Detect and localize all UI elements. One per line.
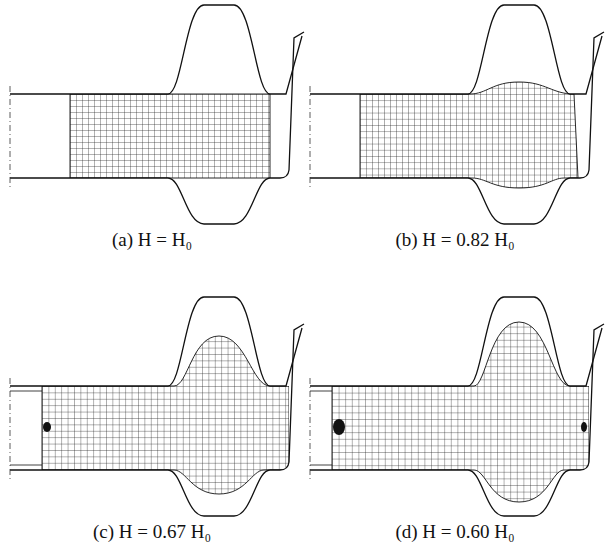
panel-a: [10, 5, 304, 224]
panel-caption: (c) H = 0.67 H₀: [93, 521, 211, 544]
panel-caption: (d) H = 0.60 H₀: [395, 521, 514, 544]
panel-caption: (b) H = 0.82 H₀: [395, 229, 514, 252]
panel-d: [310, 297, 604, 516]
panel-caption: (a) H = H₀: [112, 229, 192, 252]
panel-b: [310, 5, 604, 224]
panel-c: [10, 297, 304, 516]
